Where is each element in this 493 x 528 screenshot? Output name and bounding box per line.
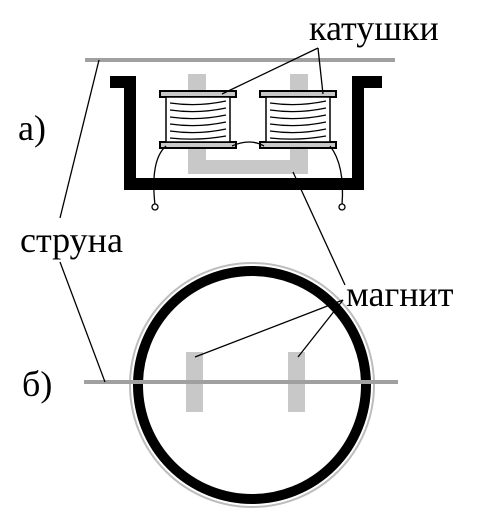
side-view bbox=[85, 58, 395, 211]
view-a-label: а) bbox=[18, 108, 46, 148]
housing bbox=[110, 76, 382, 190]
magnet-label: магнит bbox=[346, 274, 454, 314]
coils-label: катушки bbox=[309, 8, 439, 48]
ring bbox=[133, 266, 371, 504]
coil-wires bbox=[151, 141, 346, 211]
view-b-label: б) bbox=[22, 364, 52, 404]
ring-outer-outline bbox=[129, 262, 375, 508]
coil-left bbox=[159, 90, 237, 149]
string-label: струна bbox=[20, 220, 123, 260]
coil-right bbox=[259, 90, 337, 149]
top-view bbox=[84, 262, 398, 508]
leader-lines bbox=[59, 47, 346, 383]
